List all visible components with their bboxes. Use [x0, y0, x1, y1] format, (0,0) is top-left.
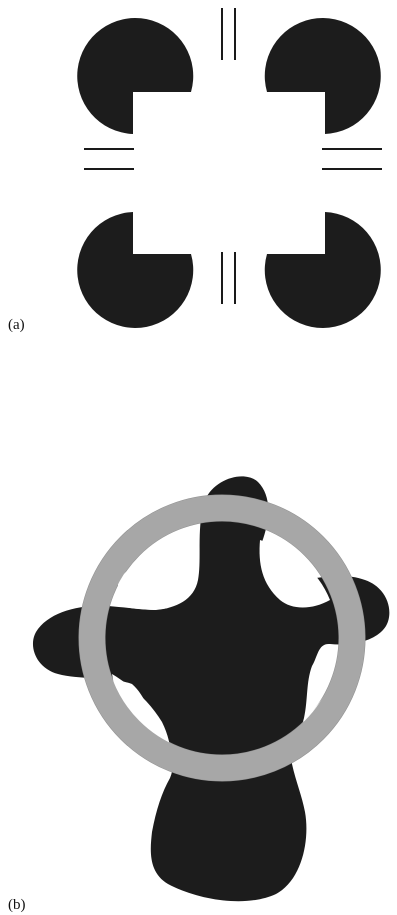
- parallel-lines-icon: [222, 8, 235, 60]
- parallel-lines-icon: [322, 149, 382, 169]
- pacman-disc-icon: [265, 212, 381, 328]
- occluded-blob-figure: [0, 460, 397, 915]
- panel-label-a: (a): [8, 317, 25, 334]
- panel-a: (a): [0, 0, 397, 335]
- parallel-lines-icon: [84, 149, 134, 169]
- pacman-disc-icon: [77, 212, 193, 328]
- panel-label-b: (b): [8, 897, 26, 914]
- pacman-disc-icon: [265, 18, 381, 134]
- pacman-disc-icon: [77, 18, 193, 134]
- parallel-lines-icon: [222, 252, 235, 304]
- panel-b: (b): [0, 460, 397, 915]
- illusory-square-figure: [0, 0, 397, 335]
